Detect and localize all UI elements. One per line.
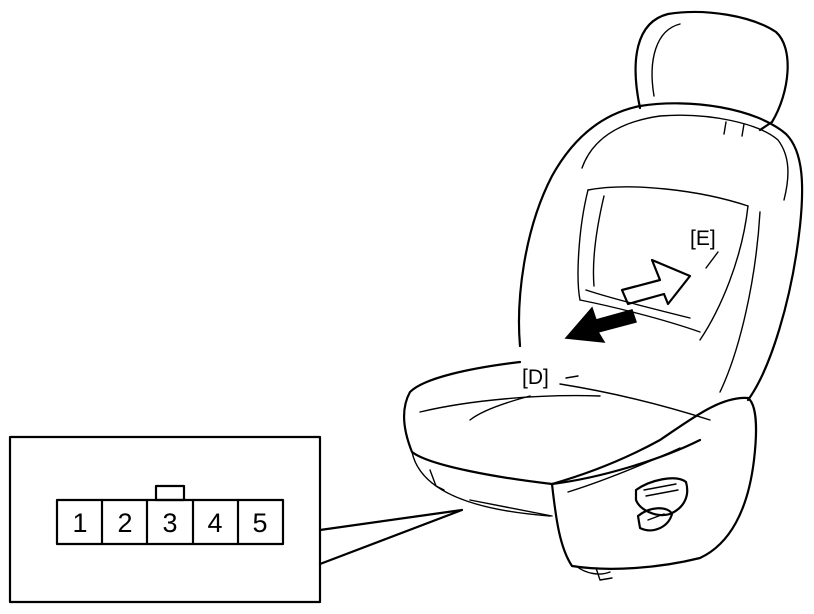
label-e: [E] bbox=[690, 227, 716, 250]
seat-cushion bbox=[402, 360, 702, 486]
arrow-e-outline bbox=[620, 258, 692, 306]
pin-3: 3 bbox=[162, 508, 177, 538]
connector-body bbox=[55, 498, 285, 546]
label-d: [D] bbox=[522, 366, 549, 389]
connector-view-frame bbox=[8, 435, 322, 604]
headrest bbox=[634, 10, 789, 137]
pin-1: 1 bbox=[72, 508, 87, 538]
leader-e bbox=[705, 251, 719, 269]
seat-switch-icon bbox=[634, 477, 689, 532]
callout-lines bbox=[318, 508, 464, 566]
side-trim bbox=[550, 396, 758, 570]
pin-2: 2 bbox=[117, 508, 132, 538]
seatback-outline bbox=[517, 102, 804, 402]
pin-5: 5 bbox=[252, 508, 267, 538]
seat-illustration bbox=[402, 10, 804, 581]
arrow-d-filled bbox=[564, 306, 637, 343]
pin-4: 4 bbox=[207, 508, 222, 538]
connector-lock-tab bbox=[154, 484, 186, 502]
leader-d bbox=[565, 375, 579, 379]
connector: 1 2 3 4 5 bbox=[55, 484, 285, 546]
